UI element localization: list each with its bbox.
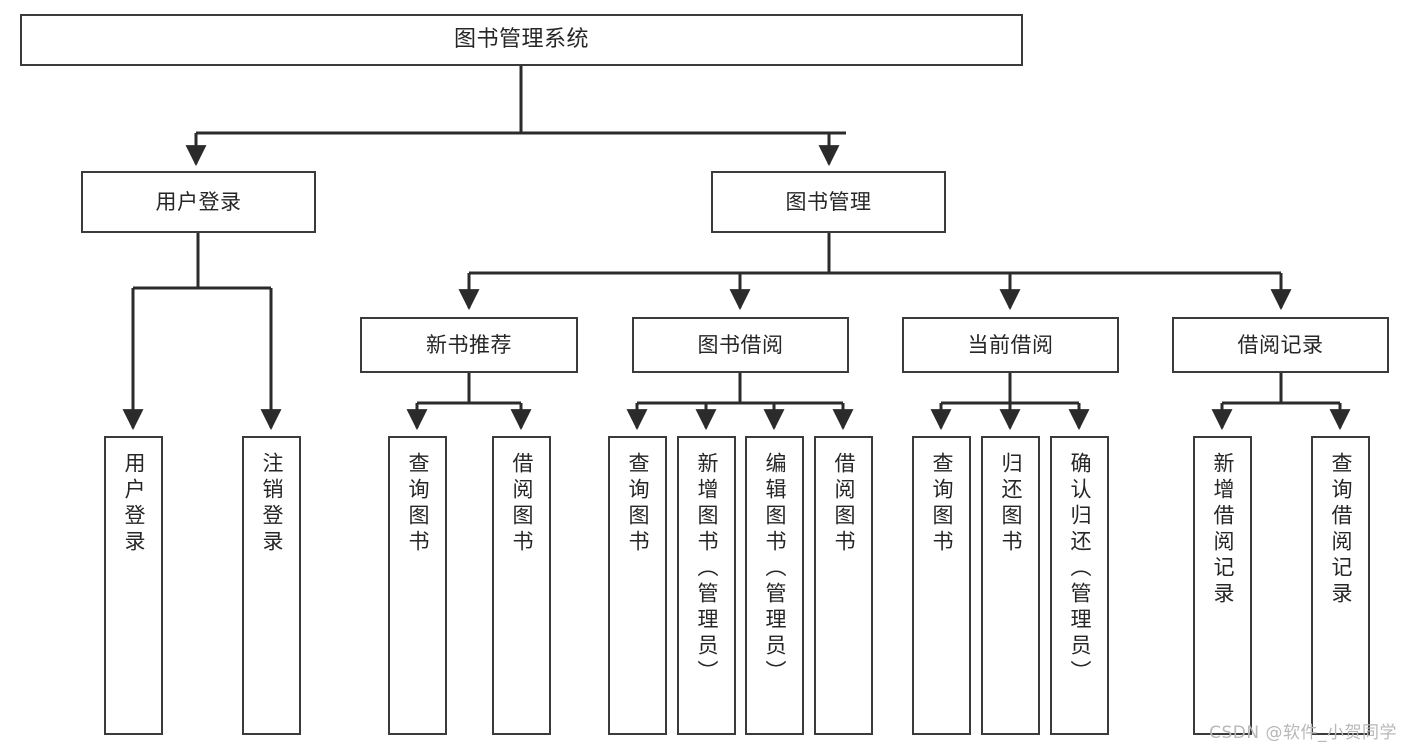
node-leaf-query-book-3-label: 查询图书 xyxy=(930,452,955,556)
node-user-login[interactable]: 用户登录 xyxy=(81,171,316,233)
node-borrow-records[interactable]: 借阅记录 xyxy=(1172,317,1389,373)
node-current-borrow[interactable]: 当前借阅 xyxy=(902,317,1119,373)
node-leaf-query-record-label: 查询借阅记录 xyxy=(1329,452,1354,608)
node-leaf-confirm-return-label: 确认归还（管理员） xyxy=(1068,452,1093,686)
node-leaf-confirm-return[interactable]: 确认归还（管理员） xyxy=(1050,436,1109,735)
node-leaf-add-book[interactable]: 新增图书（管理员） xyxy=(677,436,736,735)
node-borrow-records-label: 借阅记录 xyxy=(1237,332,1324,357)
node-leaf-add-record[interactable]: 新增借阅记录 xyxy=(1193,436,1252,735)
node-leaf-edit-book-label: 编辑图书（管理员） xyxy=(763,452,788,686)
node-leaf-query-book-3[interactable]: 查询图书 xyxy=(912,436,971,735)
node-leaf-edit-book[interactable]: 编辑图书（管理员） xyxy=(745,436,804,735)
node-leaf-query-book-2-label: 查询图书 xyxy=(626,452,651,556)
node-leaf-logout-label: 注销登录 xyxy=(260,452,285,556)
node-leaf-return-book-label: 归还图书 xyxy=(999,452,1024,556)
node-book-borrow[interactable]: 图书借阅 xyxy=(632,317,849,373)
node-leaf-query-book-1-label: 查询图书 xyxy=(406,452,431,556)
node-leaf-borrow-book-1[interactable]: 借阅图书 xyxy=(492,436,551,735)
node-book-management-label: 图书管理 xyxy=(785,189,872,214)
node-user-login-label: 用户登录 xyxy=(155,189,242,214)
node-leaf-add-record-label: 新增借阅记录 xyxy=(1211,452,1236,608)
node-leaf-add-book-label: 新增图书（管理员） xyxy=(695,452,720,686)
node-leaf-query-book-2[interactable]: 查询图书 xyxy=(608,436,667,735)
node-leaf-borrow-book-2-label: 借阅图书 xyxy=(832,452,857,556)
node-current-borrow-label: 当前借阅 xyxy=(967,332,1054,357)
node-leaf-user-login[interactable]: 用户登录 xyxy=(104,436,163,735)
node-leaf-return-book[interactable]: 归还图书 xyxy=(981,436,1040,735)
node-book-management[interactable]: 图书管理 xyxy=(711,171,946,233)
node-root-label: 图书管理系统 xyxy=(453,26,589,52)
node-leaf-user-login-label: 用户登录 xyxy=(122,452,147,556)
node-leaf-borrow-book-2[interactable]: 借阅图书 xyxy=(814,436,873,735)
node-leaf-logout[interactable]: 注销登录 xyxy=(242,436,301,735)
node-new-book-recommend-label: 新书推荐 xyxy=(426,332,512,357)
node-leaf-query-record[interactable]: 查询借阅记录 xyxy=(1311,436,1370,735)
node-root[interactable]: 图书管理系统 xyxy=(20,14,1023,66)
node-book-borrow-label: 图书借阅 xyxy=(697,332,784,357)
node-new-book-recommend[interactable]: 新书推荐 xyxy=(360,317,578,373)
node-leaf-borrow-book-1-label: 借阅图书 xyxy=(510,452,535,556)
node-leaf-query-book-1[interactable]: 查询图书 xyxy=(388,436,447,735)
